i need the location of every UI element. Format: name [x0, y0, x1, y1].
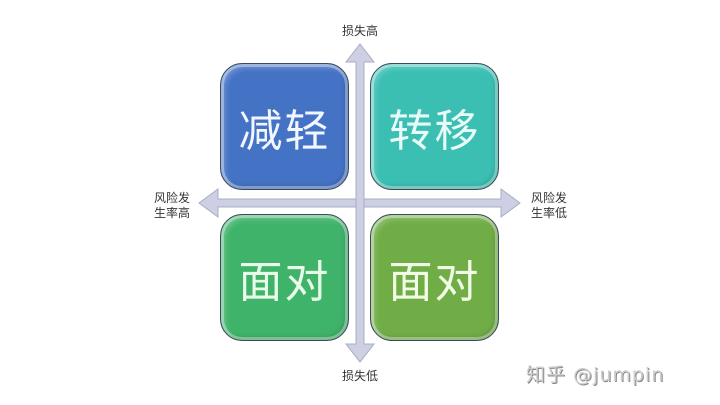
- axis-label-right: 风险发 生率低: [525, 191, 573, 221]
- axis-label-bottom: 损失低: [341, 369, 378, 383]
- quadrant-mitigate: 减轻: [220, 63, 349, 190]
- axis-label-left: 风险发 生率高: [148, 191, 196, 221]
- quadrant-transfer: 转移: [370, 63, 499, 190]
- quadrant-accept-right-label: 面对: [388, 256, 481, 308]
- quadrant-accept-left-label: 面对: [238, 256, 331, 308]
- quadrant-transfer-label: 转移: [388, 105, 481, 157]
- quadrant-accept-right: 面对: [370, 214, 499, 341]
- watermark: 知乎 @jumpin: [526, 364, 665, 386]
- axis-label-right-line2: 生率低: [530, 206, 567, 220]
- quadrant-accept-left: 面对: [220, 214, 349, 341]
- quadrant-mitigate-label: 减轻: [238, 105, 331, 157]
- vertical-arrow-icon: [344, 43, 376, 363]
- axis-label-top: 损失高: [341, 24, 378, 38]
- axis-label-left-line2: 生率高: [153, 206, 190, 220]
- axis-label-left-line1: 风险发: [153, 191, 190, 205]
- axis-label-right-line1: 风险发: [530, 191, 567, 205]
